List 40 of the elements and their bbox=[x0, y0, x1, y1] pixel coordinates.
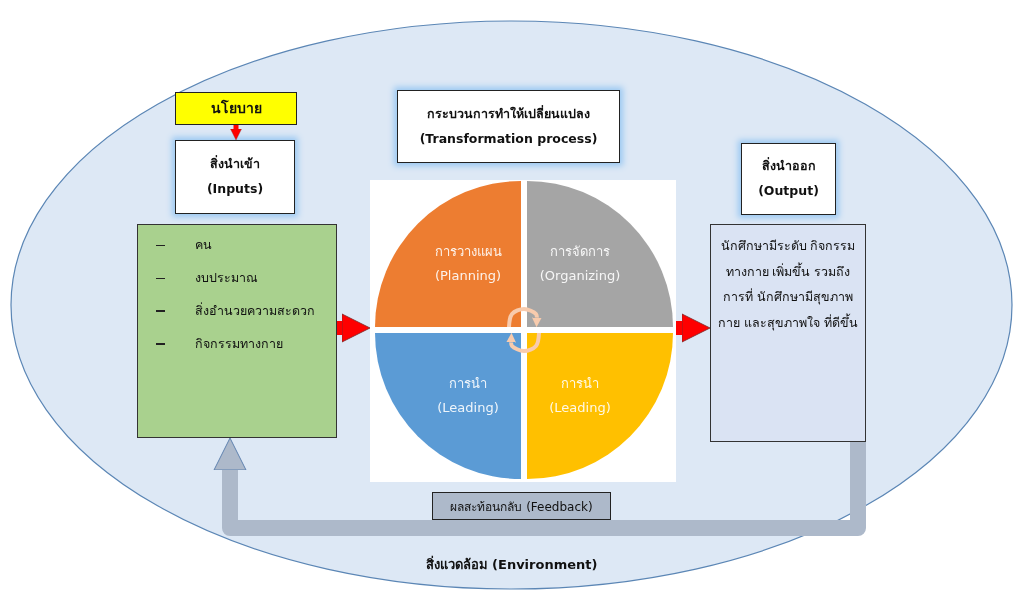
policy-label: นโยบาย bbox=[210, 99, 262, 118]
quadrant-title: การนำ bbox=[561, 375, 599, 393]
quadrant-title: การวางแผน bbox=[434, 243, 502, 261]
feedback-arrow bbox=[213, 437, 866, 536]
quadrant-segment bbox=[375, 333, 521, 479]
quadrant-subtitle: (Leading) bbox=[437, 399, 499, 417]
quadrant-segment bbox=[375, 181, 521, 327]
cycle-arrow bbox=[506, 332, 541, 353]
quadrant-subtitle: (Organizing) bbox=[539, 267, 621, 285]
cycle-panel bbox=[370, 180, 676, 482]
heading-subtitle: (Output) bbox=[758, 183, 819, 200]
arrow bbox=[230, 125, 242, 141]
heading-box bbox=[397, 90, 620, 163]
input-item: คน bbox=[195, 237, 212, 254]
input-item: งบประมาณ bbox=[195, 269, 258, 287]
input-item: สิ่งอำนวยความสะดวก bbox=[195, 302, 315, 320]
heading-subtitle: (Inputs) bbox=[206, 181, 264, 198]
quadrant-title: การนำ bbox=[449, 375, 487, 393]
environment-ellipse bbox=[10, 20, 1013, 590]
quadrant-segment bbox=[527, 181, 673, 327]
heading-box bbox=[175, 140, 295, 214]
arrow bbox=[676, 313, 711, 343]
environment-label: สิ่งแวดล้อม (Environment) bbox=[424, 556, 599, 574]
quadrant-subtitle: (Leading) bbox=[549, 399, 611, 417]
cycle-arrow bbox=[507, 307, 542, 328]
quadrant-segment bbox=[527, 333, 673, 479]
quadrant-title: การจัดการ bbox=[550, 243, 610, 261]
heading-subtitle: (Transformation process) bbox=[419, 130, 598, 148]
edge-label: ผลสะท้อนกลับ (Feedback) bbox=[432, 492, 611, 520]
input-list-box bbox=[137, 224, 337, 438]
policy-box bbox=[175, 92, 297, 125]
output-description: นักศึกษามีระดับ กิจกรรมทางกาย เพิ่มขึ้น รวมถึงการที่ นักศึกษามีสุขภาพกาย และสุขภาพใจ ที่ดีขึ้น bbox=[717, 237, 859, 333]
quadrant-subtitle: (Planning) bbox=[434, 267, 502, 285]
heading-box bbox=[741, 143, 836, 215]
input-item: กิจกรรมทางกาย bbox=[195, 335, 283, 353]
arrow bbox=[337, 313, 371, 343]
heading-title: กระบวนการทำให้เปลี่ยนแปลง bbox=[427, 105, 590, 123]
output-box bbox=[710, 224, 866, 442]
heading-title: สิ่งนำเข้า bbox=[210, 156, 260, 173]
heading-title: สิ่งนำออก bbox=[761, 158, 816, 175]
